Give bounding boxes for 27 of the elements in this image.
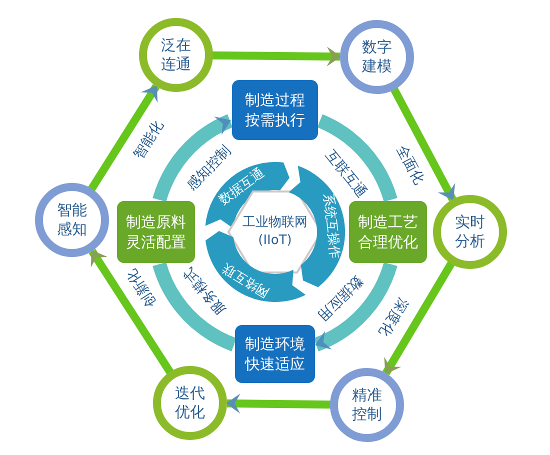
connector-arrow [88, 248, 174, 376]
ring-arc [313, 262, 398, 352]
edge-label: 创新化 [124, 266, 160, 310]
connector-arrow [382, 260, 456, 376]
edge-label: 数据应用 [314, 272, 366, 323]
step-circle: 数字建模 [340, 20, 414, 94]
process-box: 制造原料灵活配置 [117, 201, 195, 263]
ring-arc [152, 262, 237, 352]
process-box: 制造环境快速适应 [235, 325, 315, 383]
process-box: 制造工艺合理优化 [349, 201, 427, 263]
connector-arrow [226, 394, 332, 414]
edge-label: 智能化 [130, 118, 167, 162]
connector-arrow [390, 86, 456, 202]
segment-label: 系统互操作 [320, 192, 342, 259]
connector-arrow [210, 46, 342, 66]
center-label: 工业物联网 (IIoT) [242, 214, 308, 250]
step-circle: 实时分析 [433, 195, 507, 269]
segment-label: 网络互联 [220, 260, 272, 300]
process-box: 制造过程按需执行 [232, 80, 318, 140]
step-circle: 精准控制 [330, 368, 404, 442]
step-circle: 智能感知 [35, 183, 109, 257]
step-circle: 迭代优化 [153, 366, 227, 440]
connector-arrow [87, 84, 160, 193]
edge-label: 深度化 [376, 295, 412, 340]
edge-label: 全面化 [392, 142, 426, 188]
step-circle: 泛在连通 [139, 18, 213, 92]
ring-arc [317, 114, 398, 202]
